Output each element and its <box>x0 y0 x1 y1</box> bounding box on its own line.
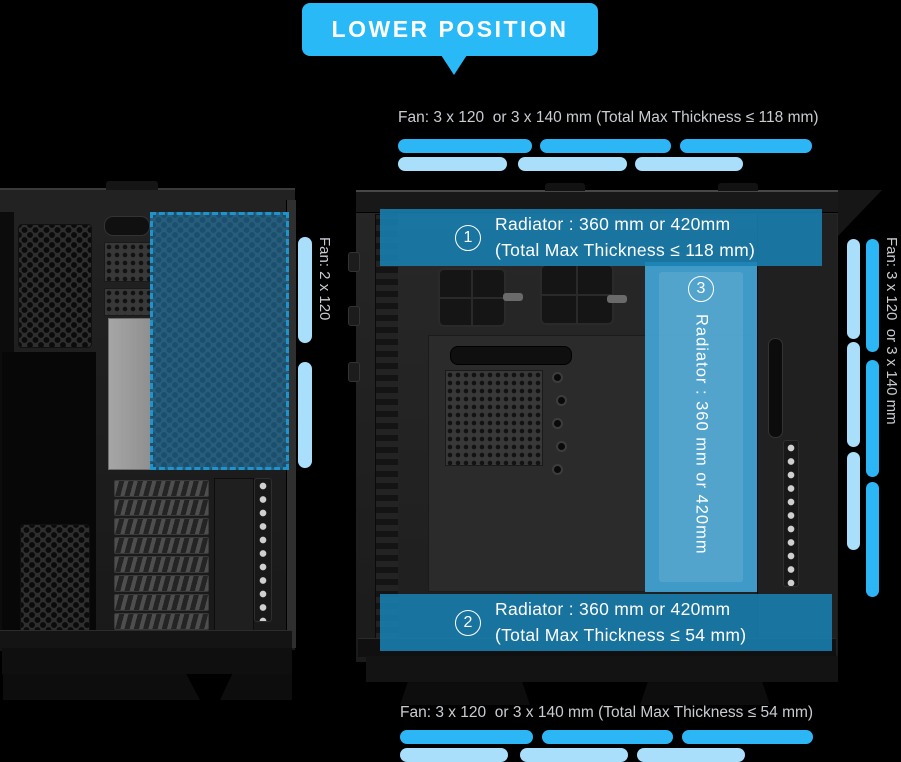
fan-bar-140 <box>682 730 813 744</box>
right-fan-label: Fan: 3 x 120 or 3 x 140 mm <box>883 237 900 425</box>
pci-slot <box>114 556 209 573</box>
left-case-highlight-zone <box>150 212 289 470</box>
fan-bar-140 <box>398 139 532 153</box>
right-case-top-tab <box>718 183 758 191</box>
tray-slot <box>450 346 572 365</box>
fan-bar-120 <box>637 748 745 762</box>
radiator-3-label: Radiator : 360 mm or 420mm <box>692 314 711 555</box>
radiator-1-overlay: 1 Radiator : 360 mm or 420mm (Total Max … <box>380 209 822 266</box>
left-case-foot <box>3 674 200 700</box>
right-case-top-tab <box>545 183 585 191</box>
pci-slot <box>114 518 209 535</box>
cable-grommet <box>540 264 614 325</box>
tray-vent <box>445 370 543 466</box>
fan-bar-120 <box>518 157 627 171</box>
left-case-small-vent-1 <box>104 242 152 282</box>
left-fan-label: Fan: 2 x 120 <box>316 237 333 321</box>
fan-bar-120 <box>520 748 628 762</box>
left-case-top-fan-mesh <box>18 224 92 348</box>
right-case-foot <box>640 682 770 705</box>
right-case-foot <box>400 682 530 705</box>
radiator-3-overlay: 3 Radiator : 360 mm or 420mm <box>645 262 757 592</box>
fan-bar-140 <box>542 730 673 744</box>
fan-bar-140 <box>400 730 533 744</box>
fan-bar-140-vertical <box>866 482 879 597</box>
radiator-1-line2: (Total Max Thickness ≤ 118 mm) <box>495 239 756 260</box>
pci-slot <box>114 594 209 611</box>
lower-position-banner: LOWER POSITION <box>302 3 598 56</box>
radiator-2-number: 2 <box>455 609 481 636</box>
left-case-screw-column <box>254 478 272 622</box>
right-case-thumbscrew <box>348 252 360 272</box>
pci-slot <box>114 480 209 497</box>
inner-wall-screw-column <box>783 440 799 587</box>
left-case-io-pill <box>104 216 150 236</box>
tray-hole <box>552 418 563 429</box>
pci-slot <box>114 613 209 630</box>
right-case-thumbscrew <box>348 362 360 382</box>
pci-slot <box>114 537 209 554</box>
fan-bar-120-vertical <box>847 452 860 550</box>
right-case-angled-corner <box>838 190 882 236</box>
fan-bar-140-vertical <box>866 360 879 477</box>
tray-hole <box>556 441 567 452</box>
right-case-hinge-column <box>375 214 399 652</box>
fan-bar-120-vertical <box>847 342 860 447</box>
radiator-3-inner-panel <box>659 272 743 582</box>
tray-hole <box>556 395 567 406</box>
radiator-1-line1: Radiator : 360 mm or 420mm <box>495 214 731 235</box>
top-fan-label: Fan: 3 x 120 or 3 x 140 mm (Total Max Th… <box>398 109 819 126</box>
left-case-top-frame <box>0 190 295 214</box>
fan-bar-120-vertical <box>298 237 312 343</box>
pci-slot <box>114 499 209 516</box>
left-case-plinth <box>2 648 292 674</box>
fan-bar-120 <box>635 157 743 171</box>
left-case-top-tab <box>106 181 158 190</box>
inner-wall-slot <box>768 338 783 438</box>
radiator-2-line1: Radiator : 360 mm or 420mm <box>495 599 731 620</box>
lower-position-label: LOWER POSITION <box>331 16 569 42</box>
left-case-small-vent-2 <box>104 288 152 316</box>
fan-bar-140 <box>680 139 812 153</box>
grommet-pull <box>503 293 523 301</box>
left-case-bottom-frame <box>0 630 292 651</box>
left-case-bottom-fan-mesh <box>20 524 90 640</box>
bottom-fan-label: Fan: 3 x 120 or 3 x 140 mm (Total Max Th… <box>400 704 814 721</box>
tray-hole <box>552 372 563 383</box>
right-case-plinth <box>366 656 838 682</box>
radiator-1-number: 1 <box>455 224 481 251</box>
tray-hole <box>552 464 563 475</box>
cable-grommet <box>438 268 506 327</box>
left-case-bracket-panel <box>214 478 254 632</box>
radiator-2-overlay: 2 Radiator : 360 mm or 420mm (Total Max … <box>380 594 832 651</box>
fan-bar-120-vertical <box>298 362 312 468</box>
right-case-thumbscrew <box>348 306 360 326</box>
grommet-pull <box>607 295 627 303</box>
left-case-foot <box>220 674 292 700</box>
radiator-2-line2: (Total Max Thickness ≤ 54 mm) <box>495 624 747 645</box>
banner-pointer-arrow <box>441 55 467 75</box>
fan-bar-140-vertical <box>866 239 879 352</box>
fan-bar-140 <box>540 139 671 153</box>
fan-bar-120 <box>398 157 507 171</box>
left-case-gray-panel <box>108 318 152 470</box>
radiator-3-number: 3 <box>688 276 714 302</box>
pci-slot <box>114 575 209 592</box>
fan-bar-120-vertical <box>847 239 860 339</box>
fan-bar-120 <box>400 748 508 762</box>
